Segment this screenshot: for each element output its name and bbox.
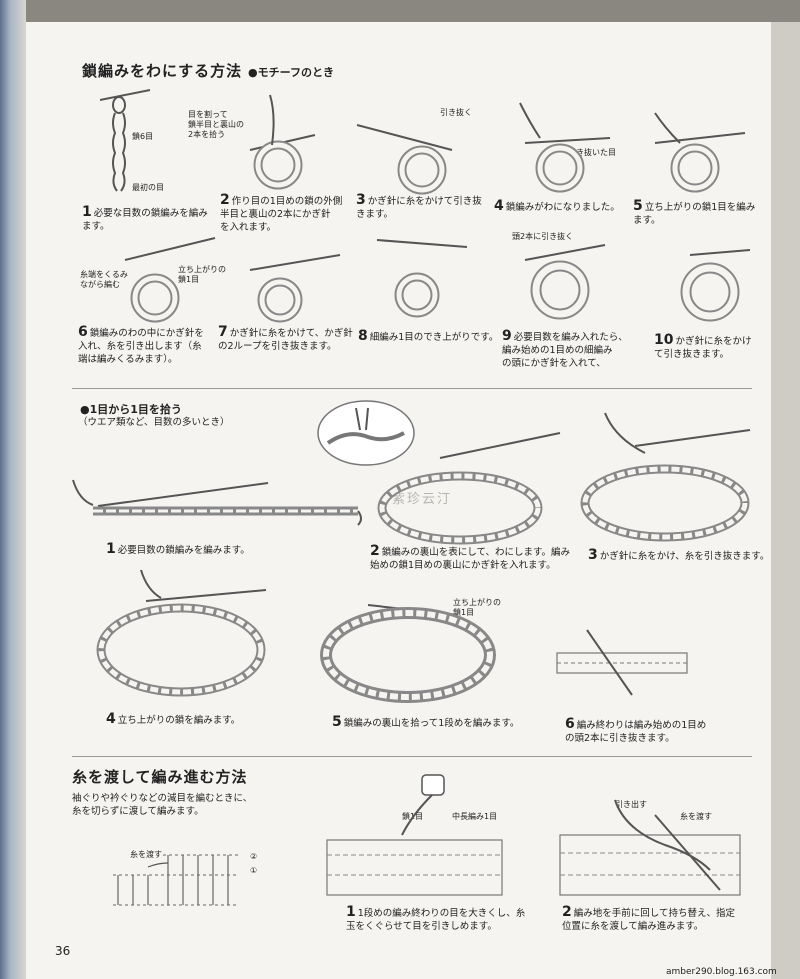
label-pulled-stitch: 引き抜いた目: [568, 148, 616, 157]
label-turning-chain-a: 立ち上がりの 鎖1目: [178, 265, 226, 284]
step1-chain-illustration: [99, 89, 151, 192]
divider-2: [72, 756, 752, 757]
step2-ring-illustration: [249, 94, 316, 190]
label-first-stitch: 最初の目: [132, 183, 164, 192]
step8-ring-illustration: [376, 239, 468, 318]
step10-ring-illustration: [680, 249, 751, 322]
label-pickup: 目を割って 鎖半目と裏山の 2本を拾う: [188, 110, 244, 139]
label-draw-out: 引き出す: [615, 800, 647, 809]
step7-ring-illustration: [249, 254, 341, 323]
section1-title: 鎖編みをわにする方法: [82, 62, 243, 80]
paper-page: [26, 22, 771, 979]
s2-step5-ring-illustration: [320, 604, 496, 703]
step3-ring-illustration: [356, 124, 453, 195]
label-pull-through: 引き抜く: [440, 108, 472, 117]
detail-zoom-illustration: [317, 400, 415, 466]
watermark: 紫珍云汀: [392, 492, 453, 507]
section3-title: 糸を渡して編み進む方法: [72, 768, 248, 786]
s2-step4-ring-illustration: [96, 569, 267, 697]
label-two-strands: 頭2本に引き抜く: [512, 232, 574, 241]
stitch-chart: [113, 854, 238, 906]
right-gutter: [771, 22, 800, 979]
page-number: 36: [55, 944, 71, 958]
step4-ring-illustration: [519, 102, 611, 193]
label-turning-chain-b: 立ち上がりの 鎖1目: [453, 598, 501, 617]
label-carry-yarn: 糸を渡す: [680, 812, 712, 821]
label-yarn-end: 糸端をくるみ ながら編む: [80, 270, 128, 289]
section2-subtitle: （ウエア類など、目数の多いとき）: [78, 417, 230, 428]
s2-step2-ring-illustration: [377, 432, 561, 545]
scan-top-band: [0, 0, 800, 22]
section2-title: ●1目から1目を拾う: [80, 403, 182, 416]
s2-step3-ring-illustration: [580, 412, 751, 542]
section3-intro: 袖ぐりや衿ぐりなどの減目を編むときに、 糸を切らずに渡して編みます。: [72, 793, 253, 817]
s2-step6-fabric-illustration: [556, 629, 688, 696]
label-hdc: 中長編み1目: [452, 812, 498, 821]
footer-url: amber290.blog.163.com: [666, 967, 777, 977]
divider-1: [72, 388, 752, 389]
s3-step1-fabric-illustration: [326, 774, 503, 896]
step9-ring-illustration: [524, 244, 606, 320]
chart-row-2: ②: [250, 852, 258, 861]
s2-step1-chain-illustration: [72, 479, 362, 526]
s3-step2-fabric-illustration: [559, 799, 741, 896]
label-chain6: 鎖6目: [132, 132, 154, 141]
chart-row-1: ①: [250, 866, 258, 875]
section1-subtitle: ●モチーフのとき: [248, 66, 334, 79]
step6-ring-illustration: [124, 237, 216, 323]
chart-label-carry: 糸を渡す: [130, 850, 162, 859]
step5-ring-illustration: [654, 112, 746, 193]
book-spine: [0, 0, 26, 979]
